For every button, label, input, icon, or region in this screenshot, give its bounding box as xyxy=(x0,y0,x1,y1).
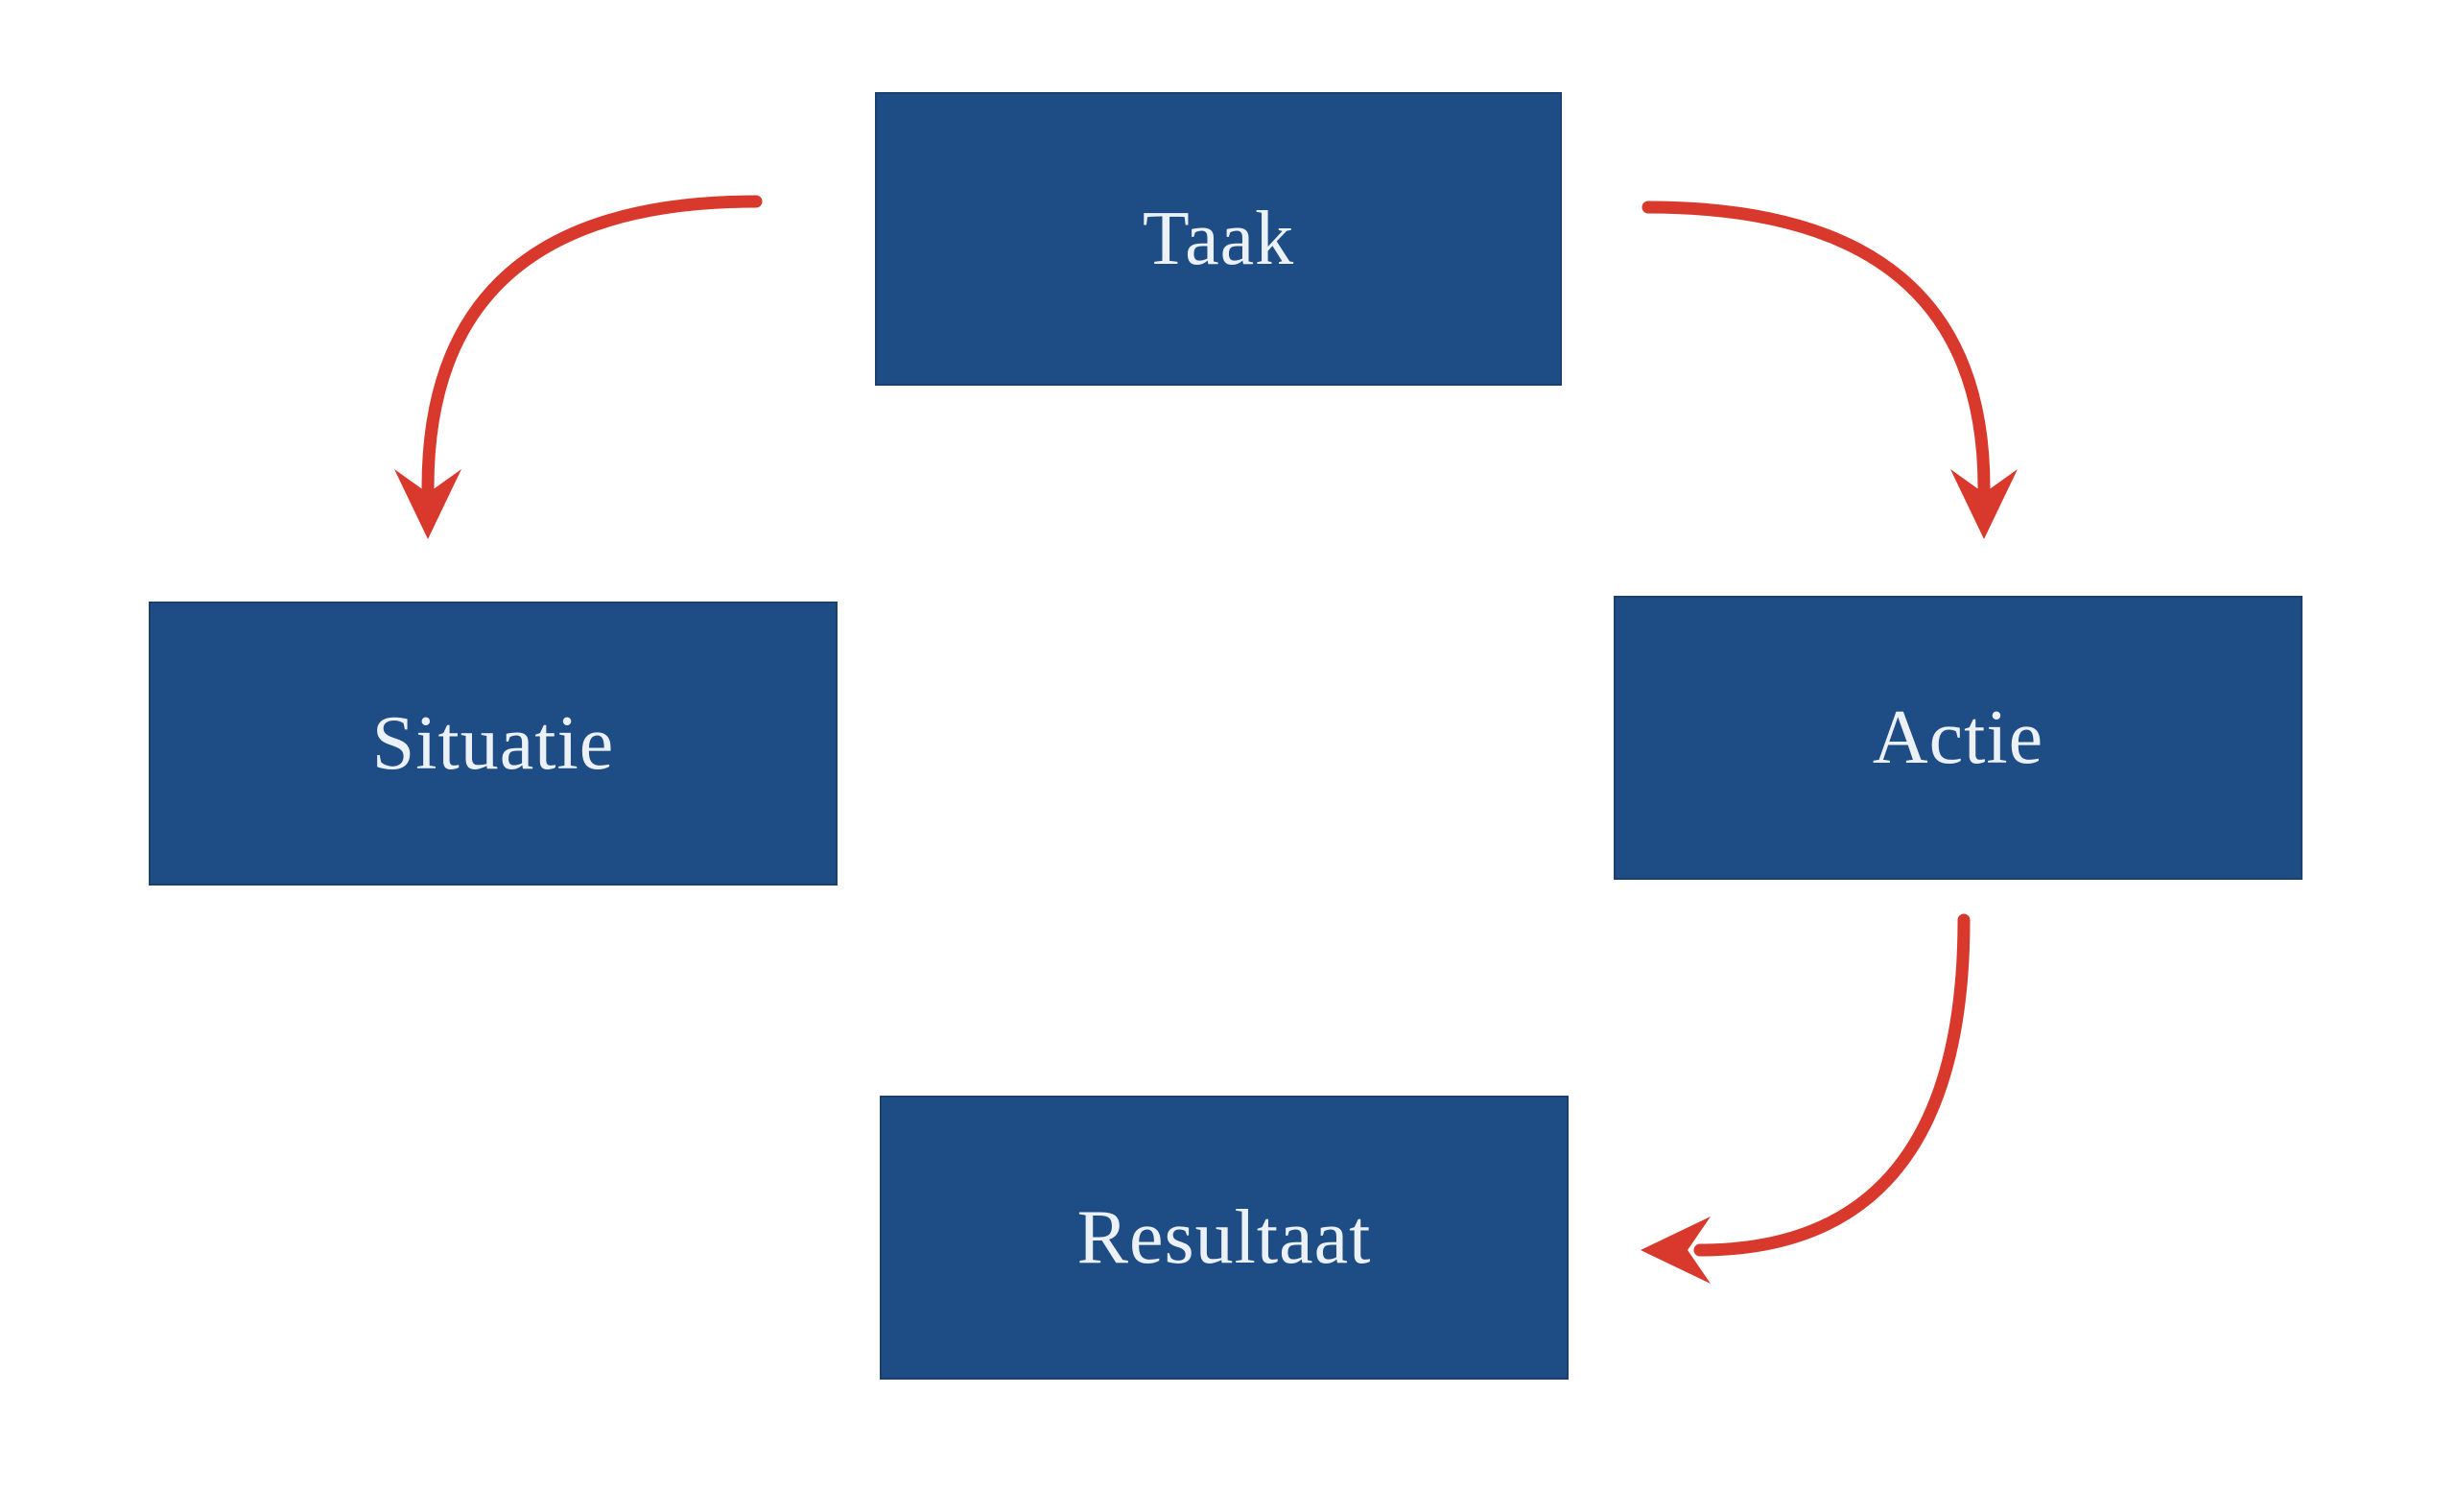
arrowhead-left-icon xyxy=(1641,1217,1711,1284)
arrow-actie-to-resultaat xyxy=(1641,913,1971,1284)
node-situatie-label: Situatie xyxy=(371,701,615,786)
node-taak-label: Taak xyxy=(1142,197,1295,281)
arrow-curve-actie-resultaat xyxy=(1693,913,1971,1257)
arrowhead-down-icon xyxy=(394,469,461,539)
arrowhead-down-icon xyxy=(1950,469,2018,539)
arrow-taak-to-actie xyxy=(1641,201,2018,539)
node-actie: Actie xyxy=(1614,596,2302,880)
node-resultaat-label: Resultaat xyxy=(1076,1195,1372,1280)
node-situatie: Situatie xyxy=(149,602,838,886)
arrow-curve-taak-situatie xyxy=(421,195,763,494)
node-taak: Taak xyxy=(875,92,1562,386)
arrow-curve-taak-actie xyxy=(1641,201,1991,494)
node-actie-label: Actie xyxy=(1872,696,2044,780)
arrow-taak-to-situatie xyxy=(394,195,763,539)
node-resultaat: Resultaat xyxy=(880,1096,1569,1380)
